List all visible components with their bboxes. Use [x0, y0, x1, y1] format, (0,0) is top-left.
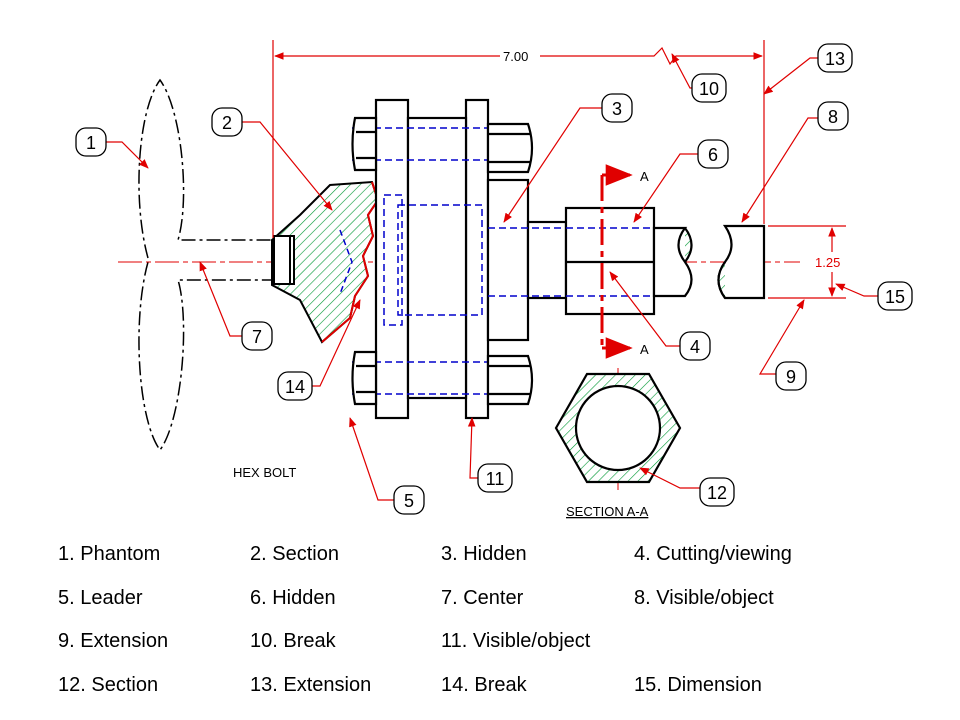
- leader-lines: [106, 53, 878, 501]
- svg-text:9: 9: [786, 367, 796, 387]
- legend-item: 9. Extension: [58, 630, 169, 653]
- legend-item: 12. Section: [58, 673, 159, 696]
- section-body: [271, 180, 380, 344]
- line-type-legend: 1. Phantom 2. Section 3. Hidden 4. Cutti…: [58, 533, 938, 707]
- shaft: [564, 206, 766, 316]
- svg-text:15: 15: [885, 287, 905, 307]
- svg-text:1: 1: [86, 133, 96, 153]
- callout-2: 2: [211, 107, 243, 137]
- callout-6: 6: [697, 139, 729, 169]
- svg-text:10: 10: [699, 79, 719, 99]
- hex-bolt: [351, 116, 534, 406]
- svg-text:7: 7: [252, 327, 262, 347]
- phantom-outline: [138, 78, 278, 452]
- callout-9: 9: [775, 361, 807, 391]
- callout-14: 14: [277, 371, 313, 401]
- svg-text:4: 4: [690, 337, 700, 357]
- legend-item: 7. Center: [441, 586, 524, 609]
- callout-15: 15: [877, 281, 913, 311]
- legend-item: 8. Visible/object: [634, 586, 774, 609]
- legend-row: 5. Leader 6. Hidden 7. Center 8. Visible…: [58, 577, 938, 621]
- callout-1: 1: [75, 127, 107, 157]
- legend-row: 1. Phantom 2. Section 3. Hidden 4. Cutti…: [58, 533, 938, 577]
- callout-4: 4: [679, 331, 711, 361]
- legend-item: 11. Visible/object: [441, 630, 591, 653]
- legend-item: 1. Phantom: [58, 543, 161, 566]
- callout-7: 7: [241, 321, 273, 351]
- svg-text:6: 6: [708, 145, 718, 165]
- callout-13: 13: [817, 43, 853, 73]
- section-view: [554, 372, 682, 484]
- dimension-diameter: 1.25: [815, 255, 840, 270]
- cutting-plane-letter-top: A: [640, 169, 649, 184]
- svg-text:5: 5: [404, 491, 414, 511]
- callout-11: 11: [477, 463, 513, 493]
- svg-text:8: 8: [828, 107, 838, 127]
- svg-text:13: 13: [825, 49, 845, 69]
- legend-row: 12. Section 13. Extension 14. Break 15. …: [58, 664, 938, 708]
- shaft-hidden-lines: [566, 227, 654, 297]
- callout-12: 12: [699, 477, 735, 507]
- legend-item: 5. Leader: [58, 586, 143, 609]
- callout-3: 3: [601, 93, 633, 123]
- extension-lines: [272, 40, 846, 299]
- flanges: [374, 98, 568, 420]
- cutting-plane-line: [600, 164, 633, 359]
- callout-5: 5: [393, 485, 425, 515]
- legend-item: 2. Section: [250, 543, 339, 566]
- legend-item: 10. Break: [250, 630, 336, 653]
- technical-drawing: A A SECTION A-A 7.00 1.25 HEX BOLT: [75, 40, 913, 519]
- section-title: SECTION A-A: [566, 504, 649, 519]
- dimension-overall: 7.00: [503, 49, 528, 64]
- legend-item: 6. Hidden: [250, 586, 336, 609]
- flange-hidden-lines: [352, 127, 564, 395]
- svg-text:3: 3: [612, 99, 622, 119]
- svg-text:11: 11: [486, 469, 505, 489]
- svg-text:2: 2: [222, 113, 232, 133]
- svg-text:12: 12: [707, 483, 727, 503]
- legend-item: 15. Dimension: [634, 673, 762, 696]
- callout-8: 8: [817, 101, 849, 131]
- dimension-lines: [274, 46, 836, 297]
- legend-item: 13. Extension: [250, 673, 372, 696]
- callout-10: 10: [691, 73, 727, 103]
- hex-bolt-label: HEX BOLT: [233, 465, 296, 480]
- legend-item: 4. Cutting/viewing: [634, 543, 792, 566]
- cutting-plane-letter-bottom: A: [640, 342, 649, 357]
- legend-item: 3. Hidden: [441, 543, 527, 566]
- svg-text:14: 14: [285, 377, 305, 397]
- legend-item: 14. Break: [441, 673, 527, 696]
- legend-row: 9. Extension 10. Break 11. Visible/objec…: [58, 620, 938, 664]
